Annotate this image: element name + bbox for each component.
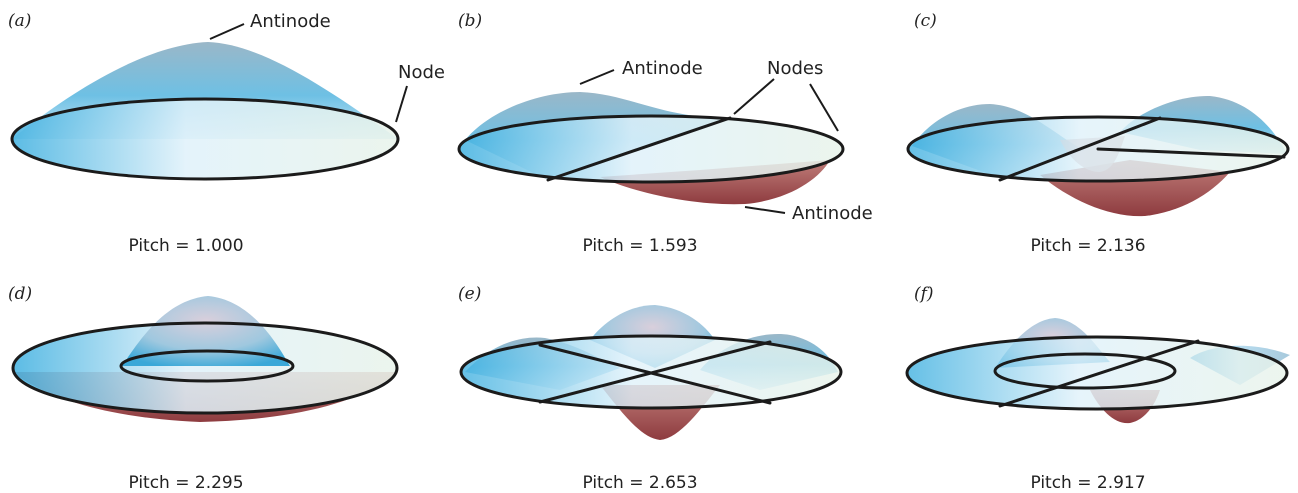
drum-rim: [10, 97, 400, 181]
nodal-circle: [119, 349, 295, 383]
pitch-caption: Pitch = 1.593: [582, 236, 697, 256]
mode-center-bump: [122, 296, 290, 366]
antinode-label-bottom: Antinode: [792, 203, 873, 224]
drum-rim: [11, 321, 399, 415]
antinode-leader: [744, 206, 786, 214]
panel-d: (d) Pitch = 2.295: [8, 284, 399, 493]
nodal-circle: [993, 352, 1177, 390]
drum-rim: [906, 115, 1290, 183]
drum-rim: [905, 335, 1289, 411]
panel-letter: (a): [8, 11, 31, 31]
panel-letter: (e): [458, 284, 481, 304]
membrane-disk: [459, 116, 843, 182]
nodal-diameter: [998, 339, 1200, 408]
membrane-disk: [13, 323, 397, 413]
panel-a: (a) Antinode Node Pitch = 1.000: [8, 11, 445, 256]
panel-letter: (f): [914, 284, 934, 304]
drum-rim: [457, 114, 845, 184]
pitch-caption: Pitch = 1.000: [128, 236, 243, 256]
nodal-diameter: [998, 116, 1162, 182]
panel-f: (f) Pitch = 2.917: [905, 284, 1290, 493]
nodal-diameter: [546, 116, 732, 182]
nodes-leader: [733, 78, 775, 115]
pitch-caption: Pitch = 2.653: [582, 473, 697, 493]
drum-rim: [459, 334, 843, 410]
panel-b: (b) Antinode Nodes Antinode Pitch = 1.59…: [457, 11, 873, 256]
nodal-diameter: [1096, 147, 1286, 159]
panel-letter: (b): [458, 11, 482, 31]
node-leader: [395, 85, 408, 123]
antinode-label-top: Antinode: [622, 58, 703, 79]
panel-letter: (d): [8, 284, 32, 304]
node-label: Node: [398, 62, 445, 83]
antinode-label: Antinode: [250, 11, 331, 32]
antinode-leader: [579, 69, 615, 85]
pitch-caption: Pitch = 2.136: [1030, 236, 1145, 256]
nodal-diameter: [538, 343, 772, 405]
pitch-caption: Pitch = 2.917: [1030, 473, 1145, 493]
antinode-leader: [209, 23, 245, 40]
panel-c: (c) Pitch = 2.136: [906, 11, 1290, 256]
pitch-caption: Pitch = 2.295: [128, 473, 243, 493]
panel-letter: (c): [914, 11, 937, 31]
nodal-diameter: [538, 340, 772, 404]
nodes-label: Nodes: [767, 58, 823, 79]
nodes-leader: [809, 83, 839, 132]
membrane-disk: [12, 99, 398, 179]
panel-e: (e) Pitch = 2.653: [458, 284, 843, 493]
